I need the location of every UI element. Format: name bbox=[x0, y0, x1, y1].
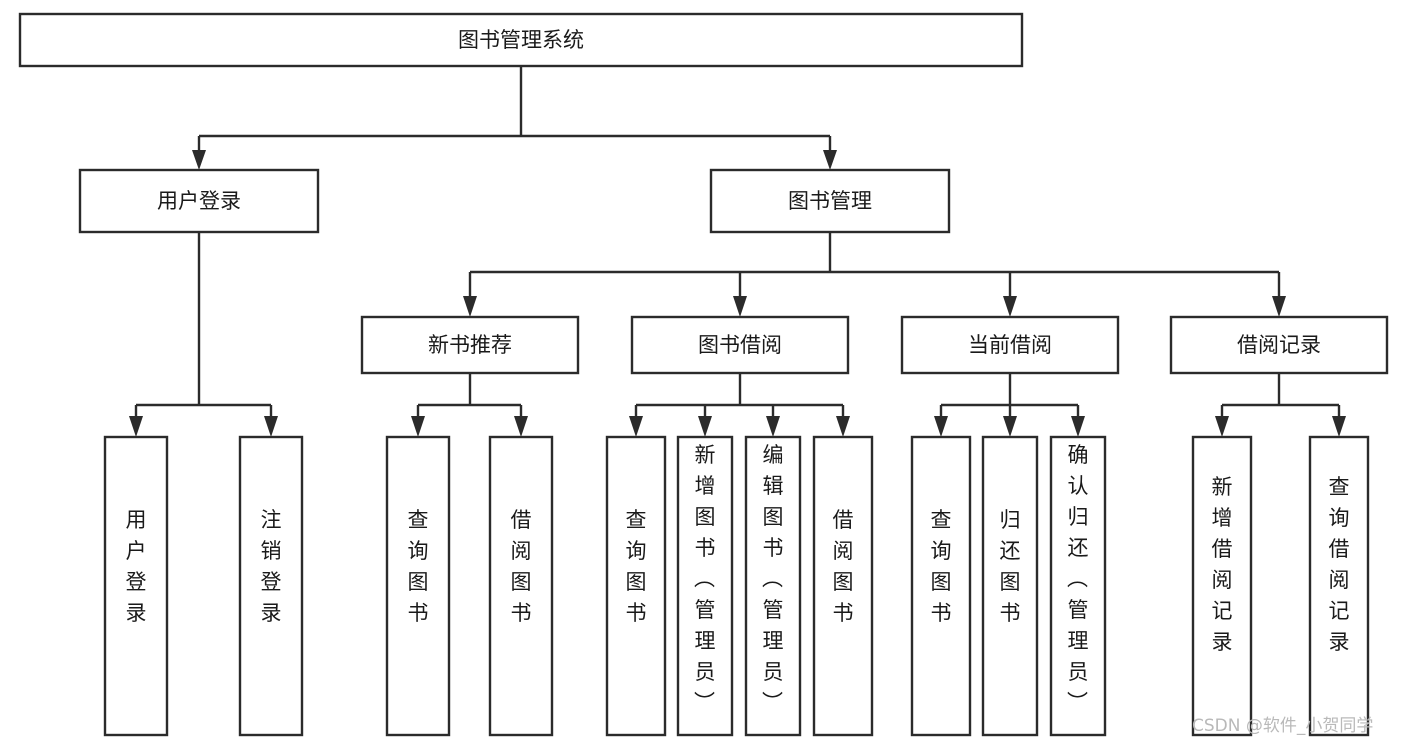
arrow-head-leaf-user-login bbox=[129, 416, 143, 437]
node-leaf-user-login-label: 用户登录 bbox=[126, 508, 147, 625]
node-current-borrow[interactable]: 当前借阅 bbox=[900, 315, 1120, 375]
node-leaf-user-logout[interactable]: 注销登录 bbox=[238, 435, 304, 737]
node-leaf-add-book[interactable]: 新增图书（管理员） bbox=[676, 435, 734, 737]
arrow-head-leaf-query-book-1 bbox=[411, 416, 425, 437]
node-leaf-query-record[interactable]: 查询借阅记录 bbox=[1308, 435, 1370, 737]
arrow-head-user-login bbox=[192, 150, 206, 170]
node-leaf-add-record[interactable]: 新增借阅记录 bbox=[1191, 435, 1253, 737]
node-book-manage-label: 图书管理 bbox=[788, 189, 872, 213]
node-leaf-query-book-3-rect[interactable] bbox=[910, 435, 972, 737]
node-leaf-query-book-1-rect[interactable] bbox=[385, 435, 451, 737]
node-leaf-user-login[interactable]: 用户登录 bbox=[103, 435, 169, 737]
node-leaf-query-book-3[interactable]: 查询图书 bbox=[910, 435, 972, 737]
node-leaf-confirm-return[interactable]: 确认归还（管理员） bbox=[1049, 435, 1107, 737]
node-borrow-record[interactable]: 借阅记录 bbox=[1169, 315, 1389, 375]
node-book-borrow[interactable]: 图书借阅 bbox=[630, 315, 850, 375]
node-leaf-borrow-book-1-label: 借阅图书 bbox=[511, 508, 532, 625]
arrow-head-record bbox=[1272, 296, 1286, 317]
node-leaf-add-book-label: 新增图书（管理员） bbox=[694, 443, 716, 715]
node-book-manage-rect[interactable] bbox=[709, 168, 951, 234]
arrow-head-leaf-query-record bbox=[1332, 416, 1346, 437]
node-leaf-user-logout-rect[interactable] bbox=[238, 435, 304, 737]
node-leaf-borrow-book-1-rect[interactable] bbox=[488, 435, 554, 737]
node-new-book-recommend[interactable]: 新书推荐 bbox=[360, 315, 580, 375]
node-leaf-add-record-label: 新增借阅记录 bbox=[1212, 475, 1233, 654]
node-current-borrow-rect[interactable] bbox=[900, 315, 1120, 375]
connector-group-current-borrow bbox=[934, 373, 1085, 437]
node-new-book-recommend-label: 新书推荐 bbox=[428, 333, 512, 357]
node-user-login-rect[interactable] bbox=[78, 168, 320, 234]
node-borrow-record-rect[interactable] bbox=[1169, 315, 1389, 375]
node-user-login[interactable]: 用户登录 bbox=[78, 168, 320, 234]
node-leaf-borrow-book-2-label: 借阅图书 bbox=[833, 508, 854, 625]
node-leaf-query-book-1-label: 查询图书 bbox=[408, 508, 429, 625]
node-book-borrow-rect[interactable] bbox=[630, 315, 850, 375]
node-leaf-confirm-return-rect[interactable] bbox=[1049, 435, 1107, 737]
connector-group-root bbox=[192, 66, 837, 170]
node-leaf-query-book-3-label: 查询图书 bbox=[931, 508, 952, 625]
node-leaf-borrow-book-1[interactable]: 借阅图书 bbox=[488, 435, 554, 737]
node-leaf-return-book[interactable]: 归还图书 bbox=[981, 435, 1039, 737]
node-leaf-borrow-book-2[interactable]: 借阅图书 bbox=[812, 435, 874, 737]
node-leaf-query-record-label: 查询借阅记录 bbox=[1329, 475, 1350, 654]
connector-group-recommend bbox=[411, 373, 528, 437]
connector-group-book-borrow bbox=[629, 373, 850, 437]
node-leaf-query-book-2[interactable]: 查询图书 bbox=[605, 435, 667, 737]
node-leaf-query-book-1[interactable]: 查询图书 bbox=[385, 435, 451, 737]
arrow-head-book-manage bbox=[823, 150, 837, 170]
node-leaf-return-book-rect[interactable] bbox=[981, 435, 1039, 737]
arrow-head-leaf-add-book bbox=[698, 416, 712, 437]
arrow-head-leaf-borrow-book-1 bbox=[514, 416, 528, 437]
node-leaf-query-record-rect[interactable] bbox=[1308, 435, 1370, 737]
arrow-head-leaf-user-logout bbox=[264, 416, 278, 437]
arrow-head-leaf-add-record bbox=[1215, 416, 1229, 437]
node-leaf-add-book-rect[interactable] bbox=[676, 435, 734, 737]
connector-group-borrow-record bbox=[1215, 373, 1346, 437]
arrow-head-current bbox=[1003, 296, 1017, 317]
arrow-head-leaf-borrow-book-2 bbox=[836, 416, 850, 437]
node-root-label: 图书管理系统 bbox=[458, 28, 584, 52]
node-book-manage[interactable]: 图书管理 bbox=[709, 168, 951, 234]
arrow-head-leaf-confirm-return bbox=[1071, 416, 1085, 437]
node-leaf-query-book-2-label: 查询图书 bbox=[626, 508, 647, 625]
node-leaf-edit-book-rect[interactable] bbox=[744, 435, 802, 737]
node-new-book-recommend-rect[interactable] bbox=[360, 315, 580, 375]
node-borrow-record-label: 借阅记录 bbox=[1237, 333, 1321, 357]
arrow-head-borrow bbox=[733, 296, 747, 317]
arrow-head-leaf-edit-book bbox=[766, 416, 780, 437]
node-leaf-edit-book[interactable]: 编辑图书（管理员） bbox=[744, 435, 802, 737]
node-book-borrow-label: 图书借阅 bbox=[698, 333, 782, 357]
node-root-rect[interactable] bbox=[18, 12, 1024, 68]
node-root[interactable]: 图书管理系统 bbox=[18, 12, 1024, 68]
node-leaf-add-record-rect[interactable] bbox=[1191, 435, 1253, 737]
node-leaf-user-logout-label: 注销登录 bbox=[261, 508, 282, 625]
arrow-head-leaf-query-book-2 bbox=[629, 416, 643, 437]
node-user-login-label: 用户登录 bbox=[157, 189, 241, 213]
watermark-label: CSDN @软件_小贺同学 bbox=[1192, 716, 1373, 736]
node-leaf-user-login-rect[interactable] bbox=[103, 435, 169, 737]
node-leaf-confirm-return-label: 确认归还（管理员） bbox=[1067, 443, 1089, 715]
arrow-head-leaf-query-book-3 bbox=[934, 416, 948, 437]
arrow-head-recommend bbox=[463, 296, 477, 317]
node-leaf-query-book-2-rect[interactable] bbox=[605, 435, 667, 737]
connector-group-book-manage bbox=[463, 232, 1286, 317]
node-leaf-borrow-book-2-rect[interactable] bbox=[812, 435, 874, 737]
arrow-head-leaf-return-book bbox=[1003, 416, 1017, 437]
connector-group-user-login bbox=[129, 232, 278, 437]
node-current-borrow-label: 当前借阅 bbox=[968, 333, 1052, 357]
node-leaf-return-book-label: 归还图书 bbox=[1000, 508, 1021, 625]
node-leaf-edit-book-label: 编辑图书（管理员） bbox=[762, 443, 784, 715]
